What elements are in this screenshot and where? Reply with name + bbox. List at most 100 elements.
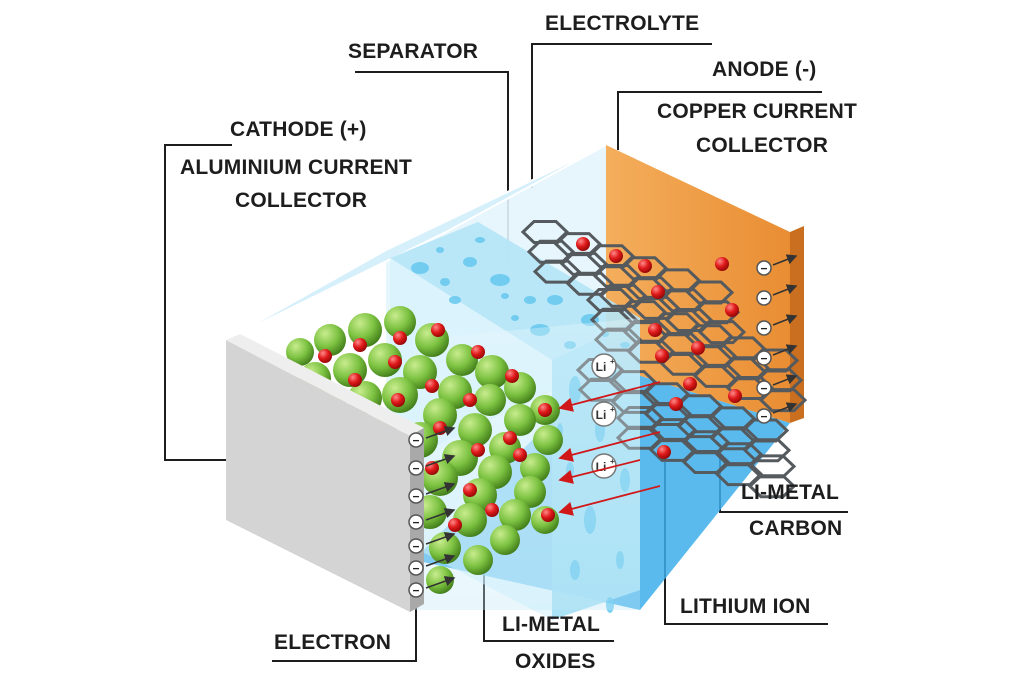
electrons: −−−−−−−−−−−−− [408, 254, 798, 598]
graphite-hexagon [747, 454, 797, 479]
electron-arrow [772, 314, 798, 326]
lithium-ion-dot [638, 259, 652, 273]
electron-marker [756, 290, 772, 306]
lithium-atom [463, 393, 477, 407]
electrolyte-label: ELECTROLYTE [545, 12, 700, 35]
lithium-ion-charge: + [610, 405, 615, 414]
electron-symbol: − [760, 352, 767, 366]
electron-arrow [425, 508, 456, 521]
copper-collector-label-2: COLLECTOR [696, 134, 829, 157]
cathode-particle [490, 525, 520, 555]
cathode-particle [426, 566, 454, 594]
lithium-ion-dot [728, 389, 742, 403]
electron-marker [756, 260, 772, 276]
separator-pore [547, 295, 563, 305]
electron-arrow [425, 454, 456, 467]
lithium-atom [463, 483, 477, 497]
electron-marker [756, 408, 772, 424]
electron-symbol: − [760, 322, 767, 336]
lithium-ion-dot [609, 249, 623, 263]
electron-marker [408, 538, 424, 554]
electron-symbol: − [412, 490, 419, 504]
cathode-particle [453, 503, 487, 537]
li-metal-carbon-label-2: CARBON [749, 517, 843, 540]
lithium-ion-symbol: Li [596, 360, 607, 374]
electron-arrow [425, 532, 456, 545]
lithium-atom [431, 323, 445, 337]
lithium-ion-marker [591, 353, 617, 379]
li-metal-oxides-label-2: OXIDES [515, 650, 596, 673]
aluminium-collector-label-2: COLLECTOR [235, 189, 368, 212]
lithium-atom [348, 373, 362, 387]
cathode-label: CATHODE (+) [230, 118, 367, 141]
electron-arrow [772, 254, 798, 266]
lithium-atom [503, 431, 517, 445]
electron-marker [408, 514, 424, 530]
electron-symbol: − [760, 410, 767, 424]
separator-pore [501, 293, 509, 299]
electron-marker [408, 582, 424, 598]
electron-arrow [425, 426, 456, 439]
electron-label: ELECTRON [274, 631, 392, 654]
lithium-ion-label: LITHIUM ION [680, 595, 811, 618]
electron-symbol: − [760, 382, 767, 396]
separator-pore [411, 262, 429, 274]
electron-marker [756, 320, 772, 336]
ion-flow-arrow [558, 459, 641, 484]
electron-arrow [772, 344, 798, 356]
electron-arrow [425, 576, 456, 589]
separator-pore [511, 315, 519, 321]
electron-symbol: − [412, 584, 419, 598]
electron-arrow [772, 374, 798, 386]
lithium-ion-symbol: Li [596, 408, 607, 422]
separator-pore [524, 296, 536, 304]
li-metal-oxides-label-1: LI-METAL [502, 613, 601, 636]
cathode-particle [474, 384, 506, 416]
electron-marker [756, 380, 772, 396]
cathode-particle [475, 355, 509, 389]
separator-pore [436, 247, 444, 253]
cathode-particle [314, 324, 346, 356]
cathode-particle [520, 453, 550, 483]
ion-flow-arrow [558, 485, 661, 516]
cathode-particle [286, 338, 314, 366]
lithium-ion-dot [657, 445, 671, 459]
electron-symbol: − [412, 434, 419, 448]
lithium-atom [425, 379, 439, 393]
lithium-atom [485, 503, 499, 517]
lithium-atom [391, 393, 405, 407]
cathode-particle [533, 425, 563, 455]
lithium-ion-dot [725, 303, 739, 317]
lithium-ion-symbol: Li [596, 460, 607, 474]
separator-pore [449, 296, 461, 304]
lithium-atom [513, 448, 527, 462]
electron-symbol: − [760, 292, 767, 306]
electron-symbol: − [412, 562, 419, 576]
cathode-particle [384, 306, 416, 338]
separator-pore [440, 278, 450, 286]
lithium-atom [448, 518, 462, 532]
lithium-ion-dot [655, 349, 669, 363]
lithium-atom [471, 345, 485, 359]
lithium-ion-charge: + [610, 357, 615, 366]
graphite-hexagon [747, 474, 797, 499]
lithium-ion-charge: + [610, 457, 615, 466]
separator-pore [463, 257, 477, 267]
lithium-atom [318, 349, 332, 363]
electron-arrow [425, 482, 456, 495]
electron-marker [756, 350, 772, 366]
anode-ions [576, 237, 742, 459]
lithium-ion-dot [648, 323, 662, 337]
copper-collector-label-1: COPPER CURRENT [657, 100, 857, 123]
electron-symbol: − [412, 540, 419, 554]
cathode-particle [463, 545, 493, 575]
lithium-ion-dot [715, 257, 729, 271]
cathode-particle [499, 499, 531, 531]
separator-pore [475, 237, 485, 243]
electron-arrow [772, 284, 798, 296]
lithium-atom [538, 403, 552, 417]
lithium-atom [471, 443, 485, 457]
lithium-atom [541, 508, 555, 522]
lithium-atom [505, 369, 519, 383]
separator-pore [490, 274, 510, 286]
